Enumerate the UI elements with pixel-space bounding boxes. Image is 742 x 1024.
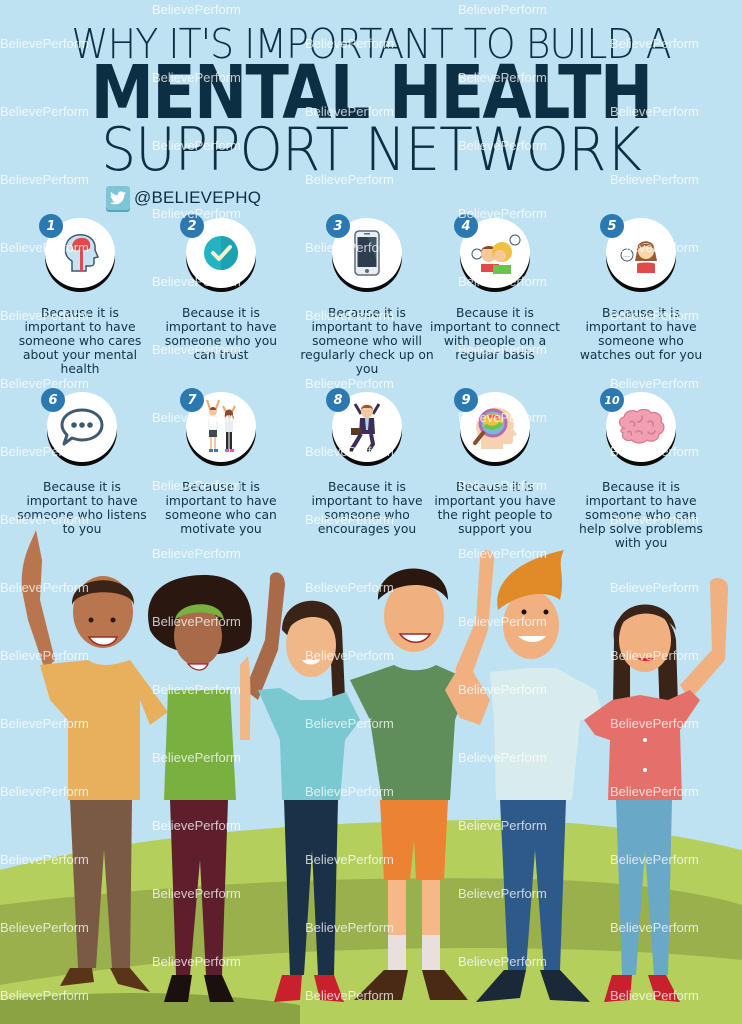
- person-4: [350, 550, 494, 1000]
- twitter-handle: @BELIEVEPHQ: [134, 188, 262, 207]
- reason-5: 5 ... Because it is important to have so…: [571, 214, 711, 362]
- watermark: BelievePerform: [305, 376, 394, 391]
- twitter-bird-icon: [106, 186, 130, 210]
- number-badge: 7: [180, 388, 204, 412]
- person-2: [148, 572, 285, 1002]
- reason-7: 7: [151, 388, 291, 536]
- reason-text: Because it is important you have the rig…: [434, 480, 556, 536]
- reason-text: Because it is important to have someone …: [164, 306, 278, 362]
- person-3: [240, 600, 360, 1002]
- reason-text: Because it is important to connect with …: [430, 306, 560, 362]
- number-badge: 8: [326, 388, 350, 412]
- title-line-3: SUPPORT NETWORK: [101, 115, 642, 185]
- friends-group-illustration: [0, 530, 742, 1024]
- brain-icon: [606, 392, 676, 462]
- number-badge: 3: [326, 214, 350, 238]
- number-badge: 2: [180, 214, 204, 238]
- number-badge: 9: [454, 388, 478, 412]
- twitter-handle-row[interactable]: @BELIEVEPHQ: [106, 186, 261, 210]
- reason-text: Because it is important to have someone …: [311, 480, 423, 536]
- person-6: [584, 578, 729, 1002]
- watermark: BelievePerform: [458, 2, 547, 17]
- title-line-1: WHY IT'S IMPORTANT TO BUILD A: [71, 20, 671, 68]
- reason-6: 6 Because it is important to have someon…: [12, 388, 152, 536]
- title-main: MENTAL HEALTH: [90, 50, 654, 136]
- reason-text: Because it is important to have someone …: [17, 480, 147, 536]
- watermark: BelievePerform: [0, 376, 89, 391]
- svg-text:...: ...: [624, 252, 630, 259]
- reason-text: Because it is important to have someone …: [579, 480, 703, 550]
- person-1: [21, 530, 168, 992]
- reason-text: Because it is important to have someone …: [18, 306, 142, 376]
- reason-text: Because it is important to have someone …: [300, 306, 434, 376]
- reason-text: Because it is important to have someone …: [579, 306, 703, 362]
- reason-9: 9 Because it is important you have the r…: [425, 388, 565, 536]
- reason-4: 4 Because it is important to connect wit…: [425, 214, 565, 362]
- number-badge: 1: [39, 214, 63, 238]
- reason-1: 1 Because it is important to have someon…: [10, 214, 150, 376]
- watermark: BelievePerform: [610, 376, 699, 391]
- reason-10: 10 Because it is important to have someo…: [571, 388, 711, 550]
- number-badge: 4: [454, 214, 478, 238]
- reason-3: 3 Because it is important to have someon…: [297, 214, 437, 376]
- reason-8: 8 Because it is important to have someon…: [297, 388, 437, 536]
- watermark: BelievePerform: [152, 2, 241, 17]
- number-badge: 10: [600, 388, 624, 412]
- number-badge: 5: [600, 214, 624, 238]
- reason-text: Because it is important to have someone …: [165, 480, 277, 536]
- person-5: [445, 550, 604, 1002]
- reason-2: 2 Because it is important to have someon…: [151, 214, 291, 362]
- number-badge: 6: [41, 388, 65, 412]
